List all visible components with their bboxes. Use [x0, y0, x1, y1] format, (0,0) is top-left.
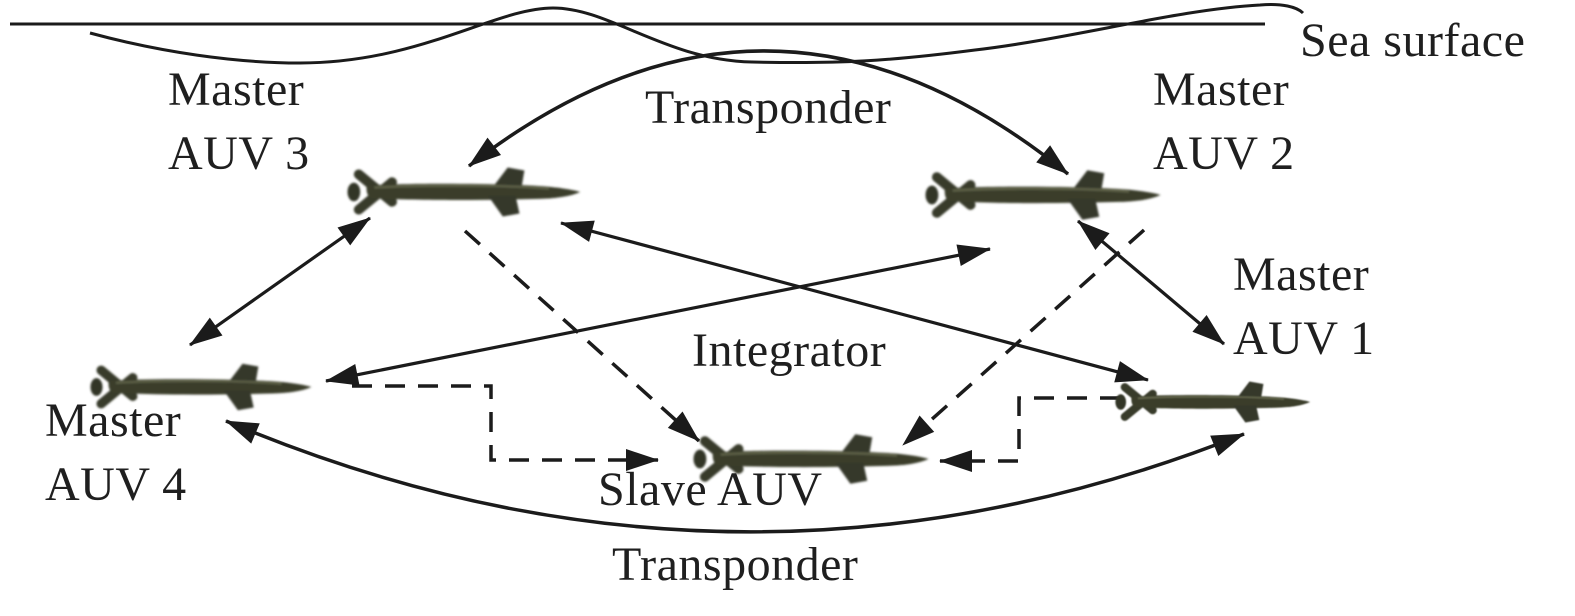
- arrow-auv4-auv3: [189, 216, 371, 347]
- master-auv-1-label-line1: Master: [1233, 248, 1370, 301]
- auv-icon-master-3: [347, 168, 580, 217]
- master-auv-3-label-line1: Master: [168, 63, 305, 116]
- transponder-top-label: Transponder: [645, 81, 892, 134]
- dashed-auv3-slave: [463, 229, 701, 443]
- master-auv-1-label-line2: AUV 1: [1233, 312, 1375, 365]
- arrow-auv2-auv1: [1076, 219, 1226, 346]
- slave-auv-label: Slave AUV: [598, 463, 823, 516]
- arc-transponder-top-auv3-auv2: [467, 49, 1070, 176]
- master-auv-4-label-line2: AUV 4: [45, 458, 187, 511]
- master-auv-4-label: Master AUV 4: [45, 389, 187, 517]
- arc-transponder-bottom-auv4-auv1: [225, 419, 1245, 534]
- arrow-auv4-auv2: [325, 244, 991, 386]
- master-auv-1-label: Master AUV 1: [1233, 243, 1375, 371]
- integrator-label: Integrator: [692, 324, 887, 377]
- sea-surface-label: Sea surface: [1300, 14, 1526, 67]
- master-auv-4-label-line1: Master: [45, 394, 182, 447]
- transponder-bottom-label: Transponder: [612, 538, 859, 591]
- auv-icon-master-2: [925, 170, 1160, 220]
- auv-icon-master-1: [1115, 382, 1310, 423]
- dashed-auv2-slave: [901, 228, 1146, 447]
- sea-surface-wave: [89, 3, 1305, 65]
- master-auv-2-label-line2: AUV 2: [1153, 127, 1295, 180]
- master-auv-2-label-line1: Master: [1153, 63, 1290, 116]
- dashed-auv4-slave-elbow: [352, 384, 659, 471]
- master-auv-3-label-line2: AUV 3: [168, 127, 310, 180]
- dashed-auv1-slave-elbow: [939, 396, 1120, 472]
- master-auv-2-label: Master AUV 2: [1153, 58, 1295, 186]
- master-auv-3-label: Master AUV 3: [168, 58, 310, 186]
